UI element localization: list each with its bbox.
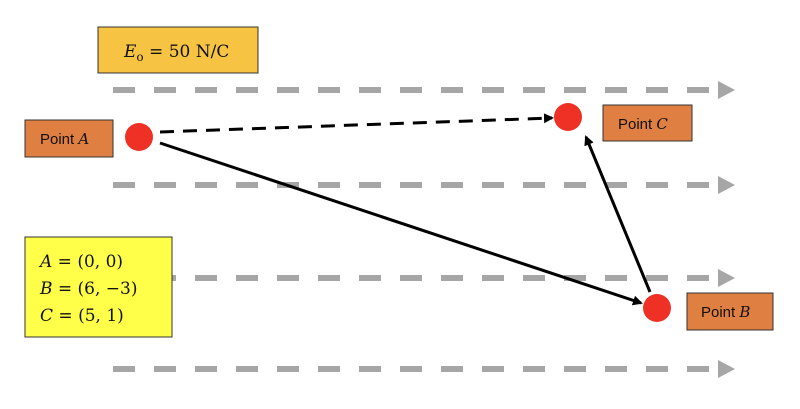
label-name: C bbox=[656, 115, 668, 133]
field-lines bbox=[113, 81, 735, 378]
svg-text:Point B: Point B bbox=[701, 303, 750, 321]
path-a-to-b bbox=[159, 141, 643, 306]
point-b-marker bbox=[643, 294, 671, 322]
label-prefix: Point bbox=[40, 131, 78, 148]
point-a-label: Point A bbox=[24, 119, 114, 158]
field-magnitude-label: Eo = 50 N/C bbox=[97, 26, 259, 74]
field-line bbox=[113, 176, 735, 194]
coord-value: = (5, 1) bbox=[53, 306, 124, 326]
svg-text:Eo = 50 N/C: Eo = 50 N/C bbox=[123, 42, 229, 64]
field-arrowhead-icon bbox=[718, 269, 735, 287]
coordinate-b: B = (6, −3) bbox=[39, 279, 138, 299]
field-subscript: o bbox=[136, 50, 143, 64]
field-arrowhead-icon bbox=[718, 360, 735, 378]
label-prefix: Point bbox=[618, 116, 656, 133]
svg-text:Point C: Point C bbox=[618, 115, 668, 133]
svg-text:Point A: Point A bbox=[40, 130, 89, 148]
label-name: B bbox=[738, 303, 750, 321]
label-prefix: Point bbox=[701, 304, 739, 321]
coord-value: = (0, 0) bbox=[52, 252, 123, 272]
point-a-marker bbox=[125, 123, 153, 151]
point-c-label: Point C bbox=[602, 104, 693, 142]
coordinate-c: C = (5, 1) bbox=[40, 306, 124, 326]
coord-name: A bbox=[38, 252, 52, 272]
field-arrowhead-icon bbox=[718, 176, 735, 194]
field-symbol: E bbox=[123, 42, 137, 62]
field-line bbox=[113, 269, 735, 287]
coord-name: C bbox=[40, 306, 53, 326]
field-line bbox=[113, 81, 735, 99]
field-arrowhead-icon bbox=[718, 81, 735, 99]
coordinates-box: A = (0, 0) B = (6, −3) C = (5, 1) bbox=[24, 236, 173, 338]
field-value: = 50 N/C bbox=[144, 42, 230, 62]
coordinate-a: A = (0, 0) bbox=[38, 252, 123, 272]
coord-name: B bbox=[39, 279, 53, 299]
path-a-to-c bbox=[159, 113, 554, 134]
field-line bbox=[113, 360, 735, 378]
point-b-label: Point B bbox=[686, 292, 774, 331]
path-b-to-c bbox=[584, 135, 652, 293]
coord-value: = (6, −3) bbox=[53, 279, 138, 299]
label-name: A bbox=[76, 130, 89, 148]
point-c-marker bbox=[554, 103, 582, 131]
